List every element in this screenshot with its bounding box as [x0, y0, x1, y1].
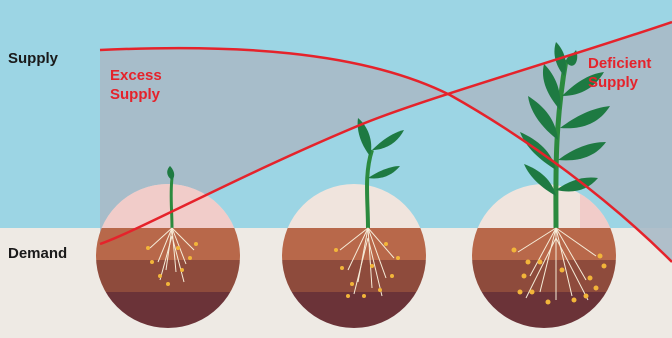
- excess-supply-label: Excess Supply: [110, 66, 162, 104]
- deficient-supply-line-2: Supply: [588, 73, 651, 92]
- deficient-supply-line-1: Deficient: [588, 54, 651, 73]
- excess-supply-line-1: Excess: [110, 66, 162, 85]
- demand-axis-label: Demand: [8, 245, 67, 262]
- supply-axis-label: Supply: [8, 50, 58, 67]
- deficient-supply-label: Deficient Supply: [588, 54, 651, 92]
- excess-supply-line-2: Supply: [110, 85, 162, 104]
